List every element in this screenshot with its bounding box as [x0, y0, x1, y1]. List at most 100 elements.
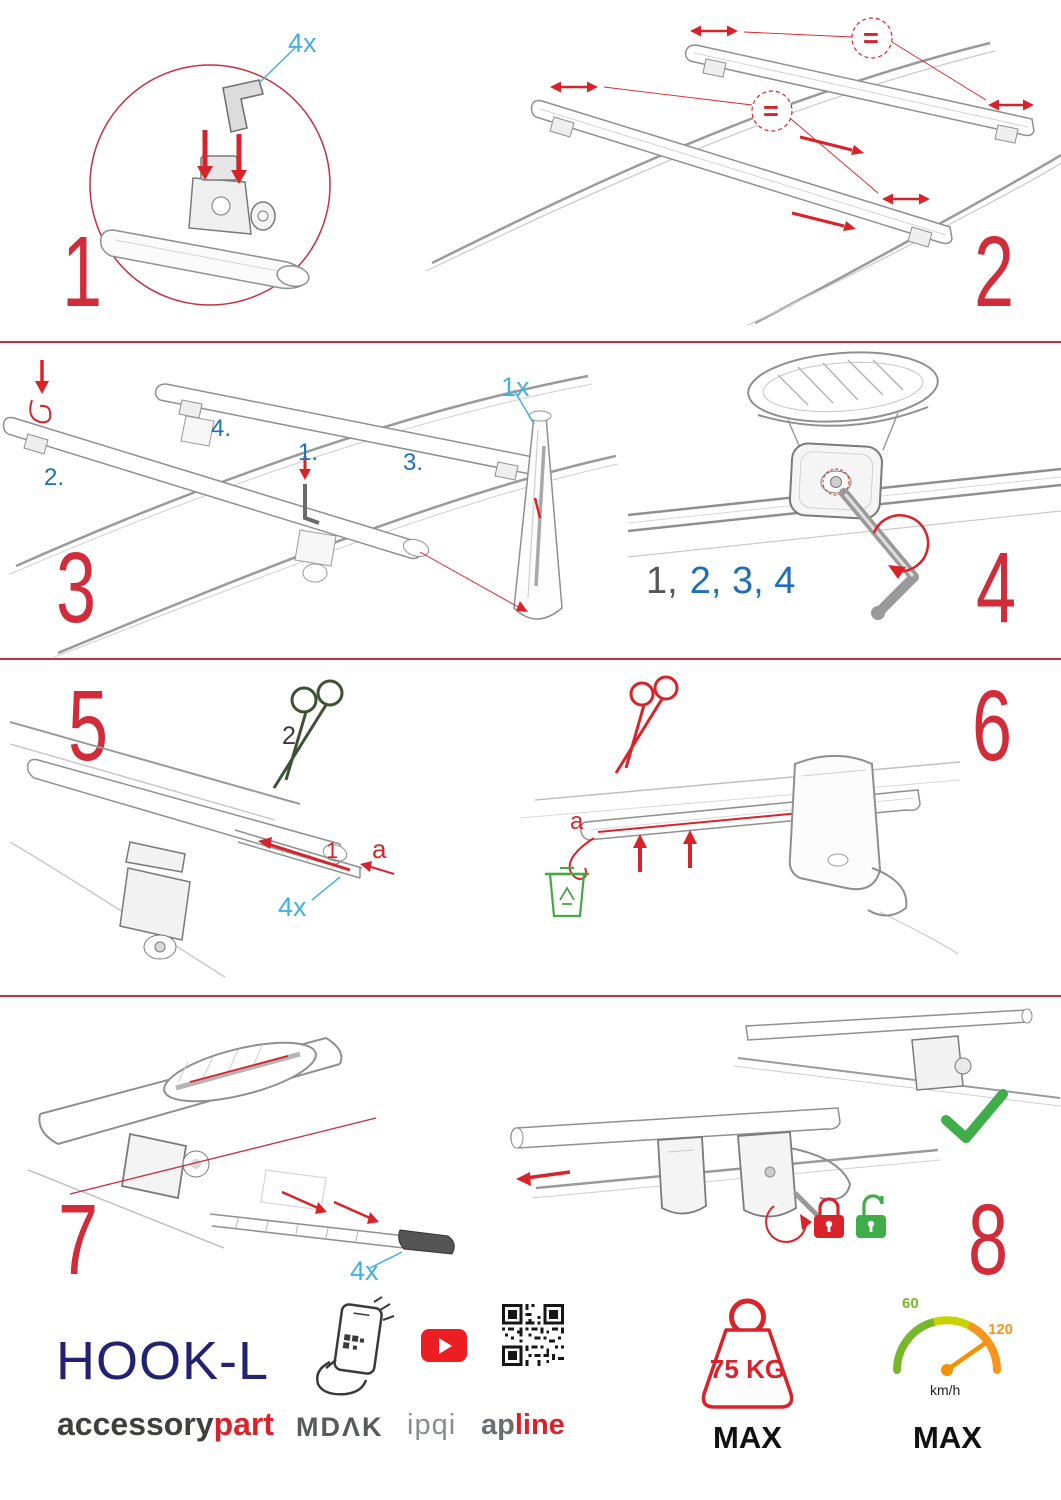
step-4-number: 4 — [976, 532, 1017, 644]
padlock-unlocked-icon — [856, 1194, 886, 1238]
bar-with-opening — [38, 1037, 343, 1145]
step-2-diagram — [425, 17, 1061, 325]
youtube-icon — [421, 1329, 467, 1362]
scissors-red-icon — [614, 675, 679, 774]
padlock-locked-icon — [814, 1197, 844, 1238]
equals-badge — [751, 90, 793, 132]
step-1-diagram — [89, 47, 331, 306]
trash-recycle-icon — [545, 866, 589, 918]
equal-leader-lines — [603, 31, 987, 194]
step-3-diagram — [2, 360, 619, 658]
logo-mdak: MDΛK — [296, 1412, 384, 1442]
equals-label: = — [863, 23, 879, 53]
clamp-bracket — [788, 754, 908, 917]
rubber-strip — [234, 829, 363, 879]
slide-left-arrow — [516, 1170, 571, 1186]
allen-key-small — [299, 456, 320, 525]
insert-arrow — [258, 837, 395, 875]
step-5-number: 5 — [68, 670, 109, 782]
brand-logo-red: part — [213, 1406, 275, 1442]
section-divider-1 — [0, 341, 1061, 343]
speedometer-icon — [893, 1316, 1001, 1376]
logo-apline: apline — [481, 1411, 565, 1440]
brand-logo: accessorypart — [57, 1408, 274, 1440]
qty-leader-line — [259, 47, 296, 83]
weight-max-label: MAX — [713, 1420, 782, 1455]
magnifier-circle — [89, 64, 331, 306]
step-2-number: 2 — [974, 216, 1015, 328]
weight-value: 75 KG — [709, 1354, 786, 1384]
logo-ipqi: ipqi — [407, 1409, 457, 1441]
roof-rails — [425, 41, 1061, 325]
step-6-diagram — [519, 675, 960, 955]
clamp-plate — [788, 442, 883, 520]
clamp — [120, 1132, 210, 1200]
step-5-cut-label: 2 — [282, 722, 296, 750]
step-5-strip-label: 1 — [326, 838, 339, 863]
sequence-rest: 2, 3, 4 — [689, 560, 796, 602]
step-6-number: 6 — [972, 670, 1013, 782]
main-bar — [510, 1107, 941, 1199]
step-6-a-label: a — [570, 808, 584, 835]
step-5-a-label: a — [372, 834, 387, 864]
step-3-sub-3: 3. — [403, 449, 424, 476]
step-4-diagram — [628, 351, 1061, 620]
step-1-qty-label: 4x — [288, 28, 317, 58]
rotate-arrow — [872, 514, 930, 579]
crossbar — [26, 758, 348, 866]
clamp-b — [737, 1131, 852, 1243]
speed-max-value: 120 — [988, 1321, 1014, 1338]
qty-leader-line — [369, 1251, 403, 1269]
rail-line — [28, 1169, 225, 1249]
insert-arrows — [197, 130, 247, 184]
step-3-sub-2: 2. — [44, 464, 65, 491]
step-5-qty-label: 4x — [278, 892, 307, 922]
step-7-number: 7 — [58, 1184, 99, 1296]
tension-tool — [513, 410, 563, 620]
clamp-a — [657, 1136, 707, 1215]
step-3-sub-4: 4. — [211, 415, 232, 442]
measure-arrows — [550, 25, 1034, 205]
front-crossbar — [530, 99, 953, 248]
step-7-qty-label: 4x — [350, 1256, 379, 1286]
speed-max-label: MAX — [913, 1420, 982, 1455]
equals-label: = — [763, 96, 779, 126]
product-name: HOOK-L — [56, 1331, 270, 1391]
roof-lines — [519, 761, 960, 955]
rail-cross-section — [747, 351, 939, 456]
speed-min-label: 60 — [902, 1295, 919, 1312]
step-7-diagram — [28, 1037, 455, 1269]
brand-logo-black: accessory — [57, 1406, 214, 1442]
red-leader — [419, 551, 528, 612]
step-8-diagram — [510, 1008, 1061, 1243]
step-3-qty-label: 1x — [501, 372, 530, 402]
logo-apline-red: line — [514, 1409, 565, 1441]
sequence-first: 1, — [646, 560, 678, 602]
qty-leader-line — [311, 876, 341, 901]
mounted-bar-ok — [733, 1008, 1061, 1107]
allen-key — [839, 488, 919, 620]
bracket-part — [222, 79, 264, 133]
step-3-sub-1: 1. — [298, 439, 319, 466]
roof-lines — [10, 721, 301, 978]
section-divider-3 — [0, 995, 1061, 997]
alignment-red-line — [69, 1117, 377, 1195]
phone-scan-icon — [316, 1296, 395, 1396]
scissors-green-icon — [272, 679, 344, 789]
crossbar — [99, 229, 310, 290]
step-5-diagram — [10, 679, 395, 978]
endcap-arrows — [281, 1190, 379, 1224]
step-4-sequence: 1, 2, 3, 4 — [646, 562, 795, 600]
section-divider-2 — [0, 658, 1061, 660]
qty-leader-line — [513, 389, 535, 425]
rear-crossbar — [684, 44, 1035, 144]
logo-apline-gray: ap — [481, 1409, 515, 1441]
step-1-number: 1 — [62, 216, 103, 328]
step-3-number: 3 — [56, 532, 97, 644]
qr-code — [502, 1304, 564, 1366]
weight-icon — [701, 1298, 794, 1409]
push-arrows — [633, 830, 697, 872]
twist-arrow — [29, 360, 52, 424]
speed-unit-label: km/h — [930, 1382, 961, 1398]
